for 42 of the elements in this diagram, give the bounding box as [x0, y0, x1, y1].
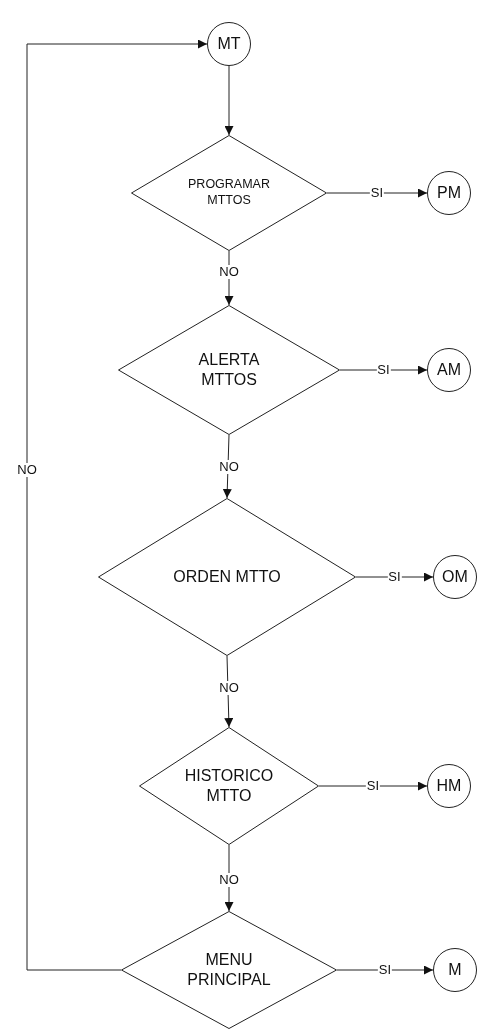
- node-label: ALERTA MTTOS: [197, 350, 261, 390]
- decision-diamond: [131, 135, 327, 251]
- edge-label: NO: [218, 873, 240, 887]
- edge-label: NO: [16, 463, 38, 477]
- node-label: MENU PRINCIPAL: [186, 950, 272, 990]
- connector-circle: [207, 22, 251, 66]
- connector-circle: [427, 171, 471, 215]
- node-label: HM: [436, 776, 462, 796]
- arrow: [339, 365, 428, 375]
- node-label: AM: [437, 360, 461, 380]
- connector-circle: [427, 348, 471, 392]
- arrow: [326, 188, 428, 198]
- arrow: [336, 965, 434, 975]
- node-label: MT: [217, 34, 241, 54]
- node-label: PM: [437, 183, 461, 203]
- decision-diamond: [98, 498, 356, 656]
- node-label: M: [448, 960, 462, 980]
- arrow: [355, 572, 434, 582]
- edge-label: SI: [369, 186, 385, 200]
- connector-circle: [433, 555, 477, 599]
- edge-label: NO: [218, 460, 240, 474]
- edge-label: SI: [387, 570, 402, 584]
- arrow: [318, 781, 428, 791]
- node-label: OM: [442, 567, 468, 587]
- edge-label: SI: [376, 363, 391, 377]
- arrow: [224, 65, 234, 136]
- connector-circle: [427, 764, 471, 808]
- connector-circle: [433, 948, 477, 992]
- arrow: [26, 39, 208, 971]
- decision-diamond: [121, 911, 337, 1029]
- decision-diamond: [118, 305, 340, 435]
- edge-label: SI: [365, 779, 381, 793]
- edge-label: NO: [218, 265, 240, 279]
- decision-diamond: [139, 727, 319, 845]
- node-label: ORDEN MTTO: [173, 567, 281, 587]
- node-label: HISTORICO MTTO: [183, 766, 275, 806]
- edge-label: SI: [377, 963, 393, 977]
- arrow: [224, 844, 234, 912]
- node-label: PROGRAMAR MTTOS: [187, 177, 271, 209]
- arrow: [224, 655, 234, 728]
- edge-label: NO: [218, 681, 240, 695]
- arrow: [222, 434, 232, 499]
